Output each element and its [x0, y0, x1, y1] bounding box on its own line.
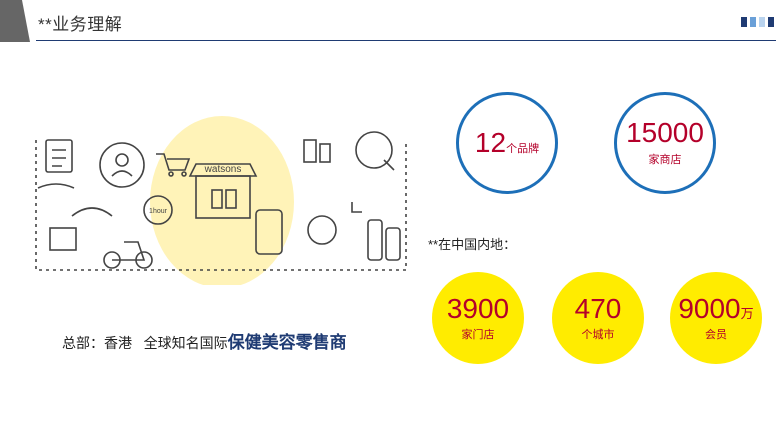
clock-icon	[143, 195, 173, 225]
hq-emphasis: 保健美容零售商	[227, 333, 347, 352]
mirror-icon	[307, 215, 337, 245]
china-members-unit: 万	[740, 305, 754, 321]
china-cities-stat: 470 个城市	[552, 272, 644, 364]
brands-stat-ring: 12个品牌	[456, 92, 558, 194]
retail-illustration: watsons 1hour	[35, 116, 407, 285]
hand-icon	[37, 183, 75, 189]
china-members-stat: 9000万 会员	[670, 272, 762, 364]
phone-icon	[255, 209, 283, 255]
cosmetics-icon	[303, 139, 317, 163]
person-icon	[99, 142, 145, 188]
stores-stat-ring: 15000 家商店	[614, 92, 716, 194]
china-members-label: 会员	[705, 328, 727, 341]
dashed-frame	[35, 140, 407, 271]
badge-text: 1hour	[149, 208, 168, 215]
brands-unit: 个品牌	[506, 143, 540, 155]
china-cities-label: 个城市	[581, 328, 615, 341]
corner-marks-icon	[741, 17, 774, 27]
box-icon	[49, 227, 77, 251]
page-title: **业务理解	[38, 15, 123, 34]
china-stores-value: 3900	[446, 292, 510, 324]
china-note: **在中国内地：	[428, 237, 517, 252]
stores-value: 15000	[626, 117, 704, 148]
brands-value: 12	[474, 127, 507, 158]
checklist-icon	[45, 139, 73, 173]
headquarters-line: 总部：香港 全球知名国际保健美容零售商	[62, 328, 347, 353]
socks-icon	[351, 202, 362, 213]
china-cities-value: 470	[574, 292, 622, 324]
header-corner-triangle	[0, 0, 30, 42]
china-stores-label: 家门店	[461, 328, 495, 341]
hq-prefix: 总部：香港 全球知名国际	[62, 335, 228, 351]
magnifier-icon	[355, 131, 393, 169]
china-stores-stat: 3900 家门店	[432, 272, 524, 364]
header-divider	[36, 40, 776, 41]
bottle-icon	[367, 219, 383, 261]
cart-icon	[156, 153, 191, 171]
store-sign-text: watsons	[204, 164, 242, 175]
china-members-value: 9000	[678, 292, 741, 324]
stores-label: 家商店	[648, 154, 682, 166]
